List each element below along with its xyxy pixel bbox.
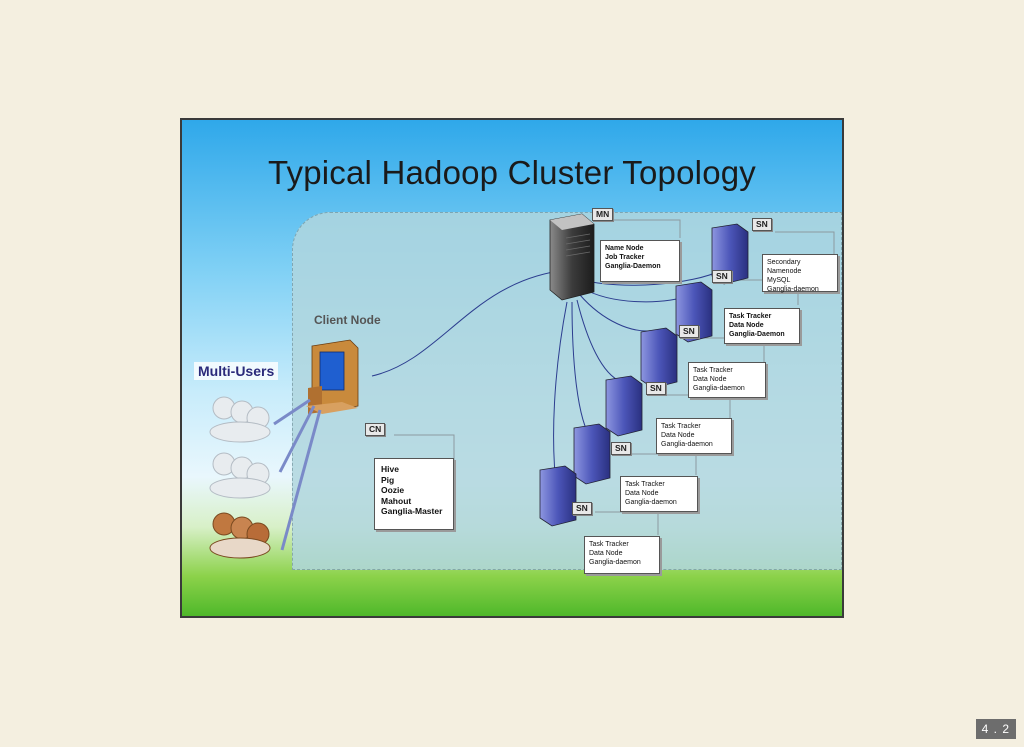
sn-tag-1: SN <box>712 270 732 283</box>
slave-server-icon-4 <box>573 423 611 485</box>
sn-tag-4: SN <box>611 442 631 455</box>
user-group-icon-2 <box>209 452 271 499</box>
diagram-slide: Typical Hadoop Cluster Topology Client N… <box>180 118 844 618</box>
link-sn-secondary <box>581 269 723 286</box>
sn-tag-secondary: SN <box>752 218 772 231</box>
master-server-icon <box>549 213 595 301</box>
sn-tag-3: SN <box>646 382 666 395</box>
sn-tag-2: SN <box>679 325 699 338</box>
sn-tag-5: SN <box>572 502 592 515</box>
link-sn-2 <box>579 294 658 332</box>
client-node-label: Client Node <box>314 313 381 327</box>
client-master-link <box>371 269 568 377</box>
link-sn-4 <box>571 301 593 441</box>
client-computer-icon <box>306 339 359 414</box>
user-group-icon-1 <box>209 396 271 443</box>
diagram-canvas <box>209 213 835 559</box>
multi-users-label: Multi-Users <box>194 362 279 380</box>
slave-server-icon-3 <box>605 375 643 437</box>
link-sn-5 <box>553 301 568 493</box>
user-arrows <box>273 398 322 551</box>
cn-tag: CN <box>365 423 386 436</box>
slave-server-icon-2 <box>640 327 678 389</box>
page-number: 4 . 2 <box>975 719 1016 739</box>
link-sn-3 <box>576 299 623 383</box>
slave-server-icon-5 <box>539 465 577 527</box>
link-sn-1 <box>581 287 693 303</box>
slide-title: Typical Hadoop Cluster Topology <box>267 154 757 191</box>
user-group-icon-3 <box>209 512 271 559</box>
mn-tag: MN <box>592 208 614 221</box>
